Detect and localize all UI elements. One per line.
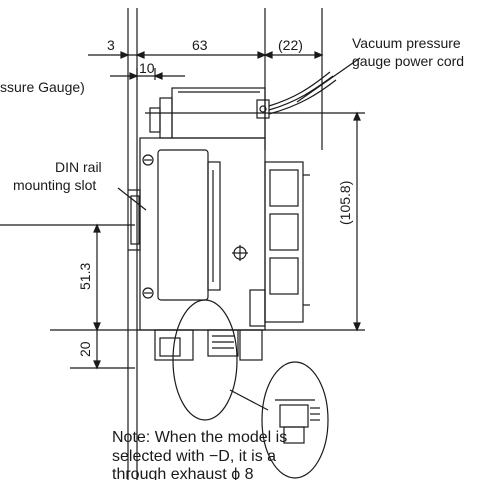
gauge-side-block — [149, 107, 161, 133]
din-rail-label-line2: mounting slot — [13, 177, 96, 193]
note-line-2: selected with −D, it is a — [112, 448, 276, 465]
dimension-arrows-top — [120, 51, 324, 59]
detail-callout-ellipse — [172, 299, 238, 421]
power-cord — [268, 79, 337, 115]
dim-105-8: (105.8) — [337, 181, 353, 225]
detail-view-ellipse — [261, 361, 329, 479]
din-leader-line — [117, 187, 147, 211]
valve-block-middle — [269, 213, 299, 251]
dim-10: 10 — [139, 60, 155, 76]
exhaust-port — [159, 337, 181, 357]
power-cord — [268, 71, 331, 107]
dim-22: (22) — [278, 37, 303, 53]
dimension-arrows-105-8 — [353, 111, 361, 332]
detail-port — [283, 426, 305, 444]
exhaust-fitting — [154, 329, 194, 361]
detail-fitting — [279, 404, 309, 428]
note-line-3: through exhaust ϕ 8 — [112, 466, 254, 480]
valve-body — [264, 161, 304, 323]
dimension-arrows-51-3 — [93, 223, 101, 332]
gauge-flange — [159, 97, 173, 139]
panel-rail — [207, 161, 221, 291]
din-rail-clip — [130, 195, 140, 245]
dim-63: 63 — [192, 37, 208, 53]
valve-block-upper — [269, 169, 299, 207]
fitting — [239, 329, 263, 361]
note-line-1: Note: When the model is — [112, 429, 287, 446]
dim-20: 20 — [77, 341, 93, 357]
vacuum-cord-label-line1: Vacuum pressure — [352, 35, 461, 51]
side-bracket — [249, 289, 266, 327]
dim-3: 3 — [107, 37, 115, 53]
din-rail-label-line1: DIN rail — [55, 159, 102, 175]
screw-icon — [142, 287, 154, 299]
din-rail-slot — [128, 189, 141, 251]
cord-connector — [256, 99, 270, 119]
fitting — [207, 329, 239, 357]
main-body — [139, 137, 266, 331]
dim-51-3: 51.3 — [77, 263, 93, 290]
pressure-gauge-label: ssure Gauge) — [0, 79, 85, 95]
dimension-arrows-10 — [129, 72, 163, 80]
front-panel — [157, 149, 209, 301]
valve-block-lower — [269, 257, 299, 295]
dimension-arrows-20 — [93, 360, 101, 370]
detail-connector — [229, 389, 269, 411]
cord-leader-line — [296, 57, 361, 103]
vacuum-cord-label-line2: gauge power cord — [352, 53, 464, 69]
screw-icon — [142, 154, 154, 166]
connector-pin — [259, 105, 267, 113]
